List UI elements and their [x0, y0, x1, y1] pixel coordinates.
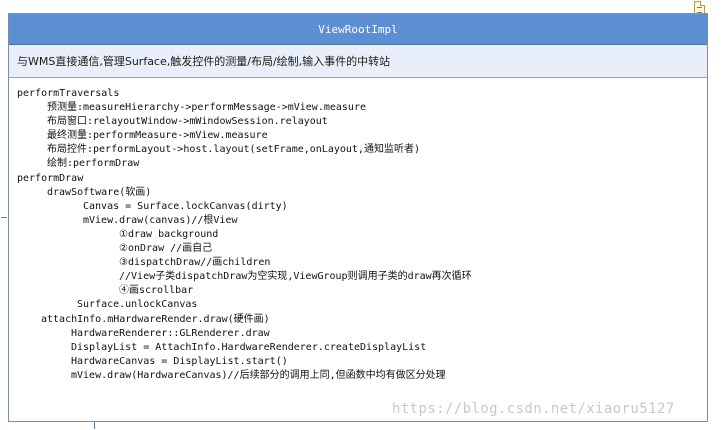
code-line: ①draw background	[119, 228, 219, 240]
method-body: performTraversals 预测量:measureHierarchy->p…	[9, 78, 707, 383]
code-line: ②onDraw //画自己	[119, 243, 213, 255]
code-line: //View子类dispatchDraw为空实现,ViewGroup则调用子类的…	[119, 271, 472, 283]
code-line: mView.draw(canvas)//根View	[83, 214, 238, 226]
code-line: Surface.unlockCanvas	[77, 299, 198, 311]
watermark: https://blog.csdn.net/xiaoru5127	[392, 401, 675, 417]
code-line: 布局控件:performLayout->host.layout(setFrame…	[47, 144, 420, 156]
code-line: 绘制:performDraw	[47, 158, 140, 170]
connector-stub	[94, 421, 95, 429]
code-line: performTraversals	[17, 88, 120, 99]
code-line: attachInfo.mHardwareRender.draw(硬件画)	[41, 313, 270, 325]
code-line: mView.draw(HardwareCanvas)//后续部分的调用上同,但函…	[71, 369, 446, 381]
code-line: 预测量:measureHierarchy->performMessage->mV…	[47, 102, 366, 114]
code-line: 布局窗口:relayoutWindow->mWindowSession.rela…	[47, 116, 328, 128]
code-line: drawSoftware(软画)	[47, 186, 152, 198]
code-line: DisplayList = AttachInfo.HardwareRendere…	[71, 341, 427, 353]
code-line: performDraw	[17, 172, 84, 184]
class-description: 与WMS直接通信,管理Surface,触发控件的测量/布局/绘制,输入事件的中转…	[9, 45, 707, 78]
class-box: ViewRootImpl 与WMS直接通信,管理Surface,触发控件的测量/…	[8, 13, 708, 422]
note-icon	[694, 1, 705, 14]
class-title: ViewRootImpl	[9, 14, 707, 45]
code-line: Canvas = Surface.lockCanvas(dirty)	[83, 200, 288, 212]
code-line: HardwareCanvas = DisplayList.start()	[71, 355, 288, 367]
connector-stub	[1, 217, 7, 218]
code-line: ④画scrollbar	[119, 285, 194, 297]
code-line: ③dispatchDraw//画children	[119, 257, 271, 269]
code-line: 最终测量:performMeasure->mView.measure	[47, 130, 268, 142]
code-line: HardwareRenderer::GLRenderer.draw	[71, 327, 270, 339]
